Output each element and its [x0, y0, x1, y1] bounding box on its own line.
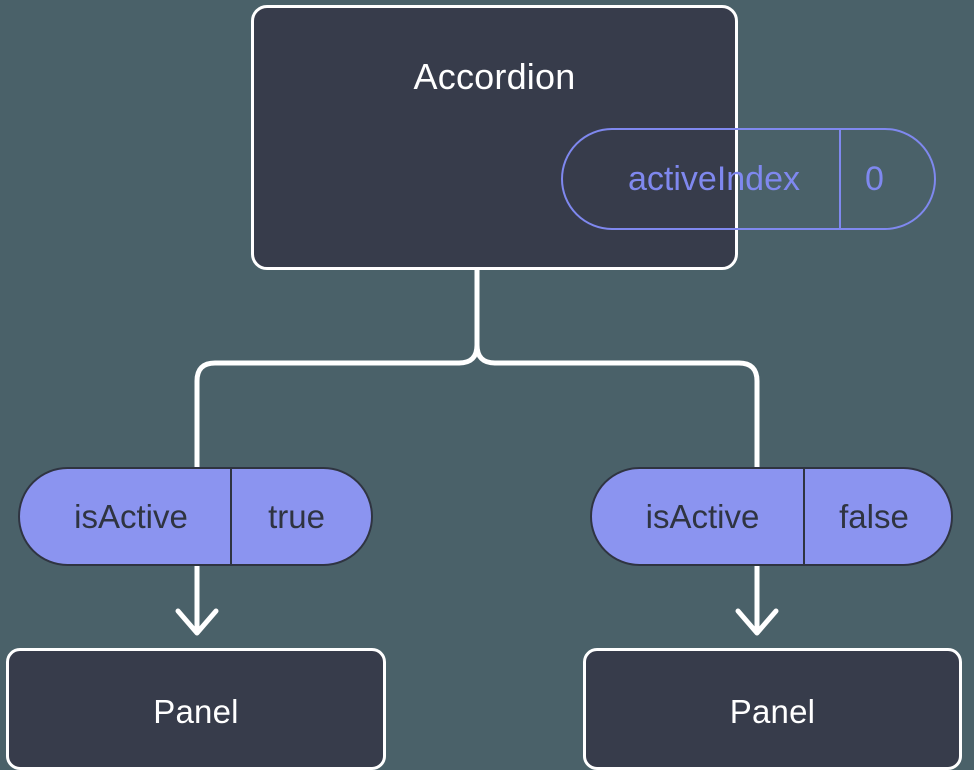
- is-active-true-value: true: [268, 497, 325, 535]
- panel-node-right-title: Panel: [729, 693, 816, 730]
- is-active-true-key: isActive: [20, 469, 232, 564]
- right-branch-connector: [492, 360, 760, 471]
- trunk-connector-mirror: [474, 342, 498, 366]
- active-index-prop-value: 0: [865, 159, 884, 198]
- active-index-prop-pill[interactable]: activeIndex 0: [561, 128, 936, 230]
- is-active-false-value: false: [839, 497, 909, 535]
- accordion-node[interactable]: Accordion activeIndex 0: [251, 5, 936, 270]
- left-branch-connector: [194, 360, 462, 471]
- accordion-node-title: Accordion: [413, 56, 576, 97]
- active-index-prop-key: activeIndex: [563, 130, 841, 228]
- is-active-true-capsule[interactable]: isActive true: [18, 467, 373, 566]
- panel-node-left[interactable]: Panel: [6, 648, 386, 770]
- is-active-false-capsule[interactable]: isActive false: [590, 467, 953, 566]
- left-arrow-head-icon: [175, 608, 219, 636]
- panel-node-right[interactable]: Panel: [583, 648, 962, 770]
- right-arrow-head-icon: [735, 608, 779, 636]
- is-active-false-key: isActive: [592, 469, 805, 564]
- panel-node-left-title: Panel: [153, 693, 239, 730]
- trunk-connector: [456, 267, 480, 366]
